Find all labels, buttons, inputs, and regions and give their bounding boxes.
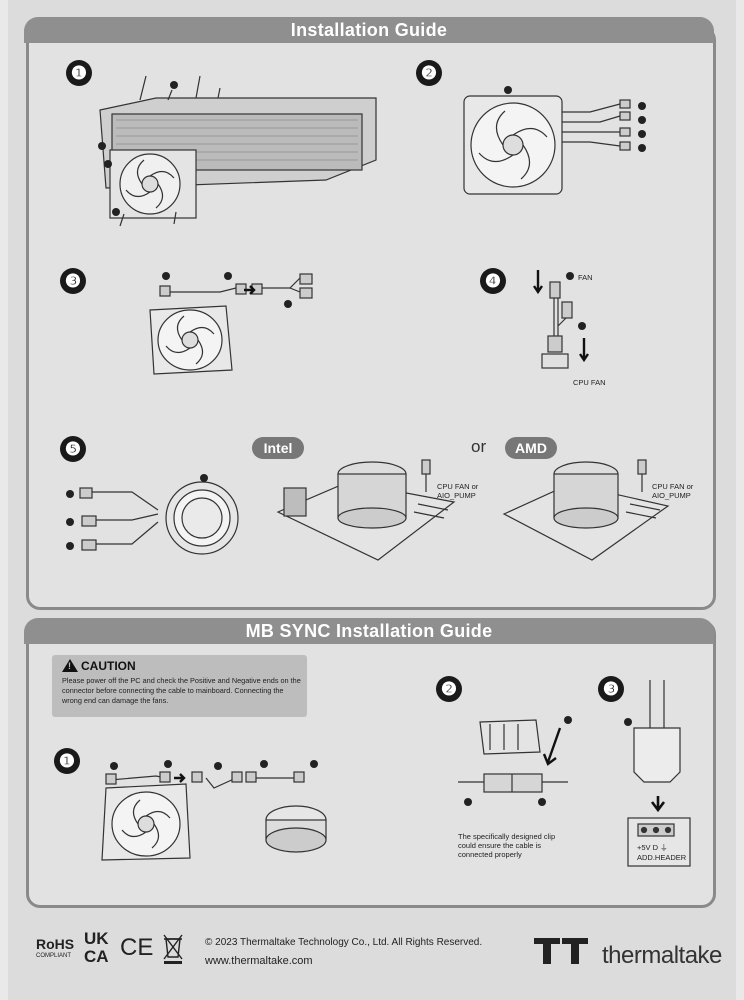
website-url: www.thermaltake.com xyxy=(205,955,313,967)
rohs-compliant: COMPLIANT xyxy=(36,953,72,959)
or-label: or xyxy=(471,437,487,456)
step-1-number: ❶ xyxy=(66,60,92,86)
caution-box: CAUTION Please power off the PC and chec… xyxy=(52,655,307,717)
mbsync-step-2-number: ❷ xyxy=(436,676,462,702)
warning-icon xyxy=(62,659,78,672)
copyright-text: © 2023 Thermaltake Technology Co., Ltd. … xyxy=(205,937,483,948)
amd-motherboard-illustration xyxy=(502,459,670,561)
header-name-label: ADD.HEADER xyxy=(637,853,687,862)
header-pins-label: +5V D ⏚ xyxy=(637,843,668,852)
mbsync-step-3-number: ❸ xyxy=(598,676,624,702)
thermaltake-logo-icon xyxy=(534,938,588,964)
installation-guide-title: Installation Guide xyxy=(24,17,714,43)
clip-connector-illustration xyxy=(458,716,572,806)
caution-heading: CAUTION xyxy=(62,659,136,673)
mb-sync-title: MB SYNC Installation Guide xyxy=(24,618,714,644)
step-5-number: ❺ xyxy=(60,436,86,462)
step-4-number: ❹ xyxy=(480,268,506,294)
cpu-fan-header-illustration xyxy=(533,270,589,369)
intel-header-label: CPU FAN or AIO_PUMP xyxy=(437,482,479,500)
intel-label: Intel xyxy=(252,437,304,459)
cpu-fan-label: CPU FAN xyxy=(573,378,606,387)
addressable-header-illustration xyxy=(624,680,691,867)
amd-label: AMD xyxy=(505,437,557,459)
amd-header-label: CPU FAN or AIO_PUMP xyxy=(652,482,694,500)
step-3-number: ❸ xyxy=(60,268,86,294)
brand-name: thermaltake xyxy=(602,942,722,969)
ukca-mark-top: UK xyxy=(84,929,109,948)
mb-sync-fan-pump-illustration xyxy=(101,760,327,861)
ukca-mark-bottom: CA xyxy=(84,947,109,966)
caution-title: CAUTION xyxy=(81,659,136,673)
clip-note: The specifically designed clip could ens… xyxy=(458,832,556,859)
fan-cable-illustration xyxy=(463,86,646,195)
step-2-number: ❷ xyxy=(416,60,442,86)
fan-label: FAN xyxy=(578,273,593,282)
mbsync-step-1-number: ❶ xyxy=(54,748,80,774)
radiator-fan-illustration xyxy=(98,75,377,227)
weee-bin-icon xyxy=(163,934,183,964)
intel-motherboard-illustration xyxy=(276,459,456,561)
caution-text: Please power off the PC and check the Po… xyxy=(62,676,301,705)
rohs-mark: RoHS xyxy=(36,936,75,952)
ce-mark: CE xyxy=(120,934,154,961)
slim-fan-connection-illustration xyxy=(149,272,313,375)
pump-cable-illustration xyxy=(66,474,239,555)
